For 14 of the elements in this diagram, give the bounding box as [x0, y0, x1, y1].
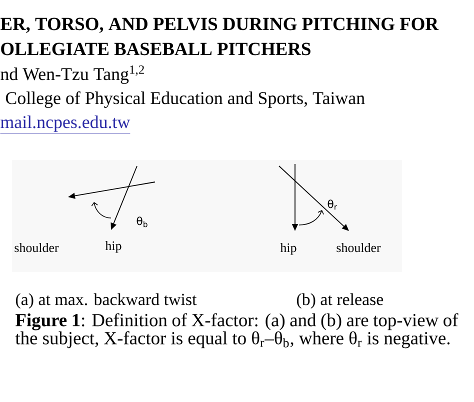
part-label: shoulder	[14, 243, 59, 252]
figure-caption: Figure 1: Definition of X-factor: (a) and (b) are top-view of the subject, X-factor is equal to θ$_{r}$–θ$_{b}$, where θ$_{r}$ is negative.	[15, 313, 458, 348]
panel-label: (b) at release	[296, 293, 384, 309]
angle-label: θ$_{r}$	[328, 200, 338, 210]
author-text: nd Wen-Tzu Tang$^{1,2}$	[0, 65, 144, 84]
affiliation-text: College of Physical Education and Sports, Taiwan	[6, 91, 365, 108]
part-label: hip	[105, 241, 122, 253]
title-text: OLLEGIATE BASEBALL PITCHERS	[1, 42, 310, 56]
title-text: ER, TORSO, AND PELVIS DURING PITCHING FOR	[0, 18, 439, 33]
angle-label: θ$_{b}$	[136, 216, 148, 228]
panel-label: (a) at max. backward twist	[16, 293, 197, 309]
part-label: shoulder	[336, 243, 381, 252]
part-label: hip	[280, 243, 296, 255]
email-link: mail.ncpes.edu.tw	[0, 116, 130, 134]
